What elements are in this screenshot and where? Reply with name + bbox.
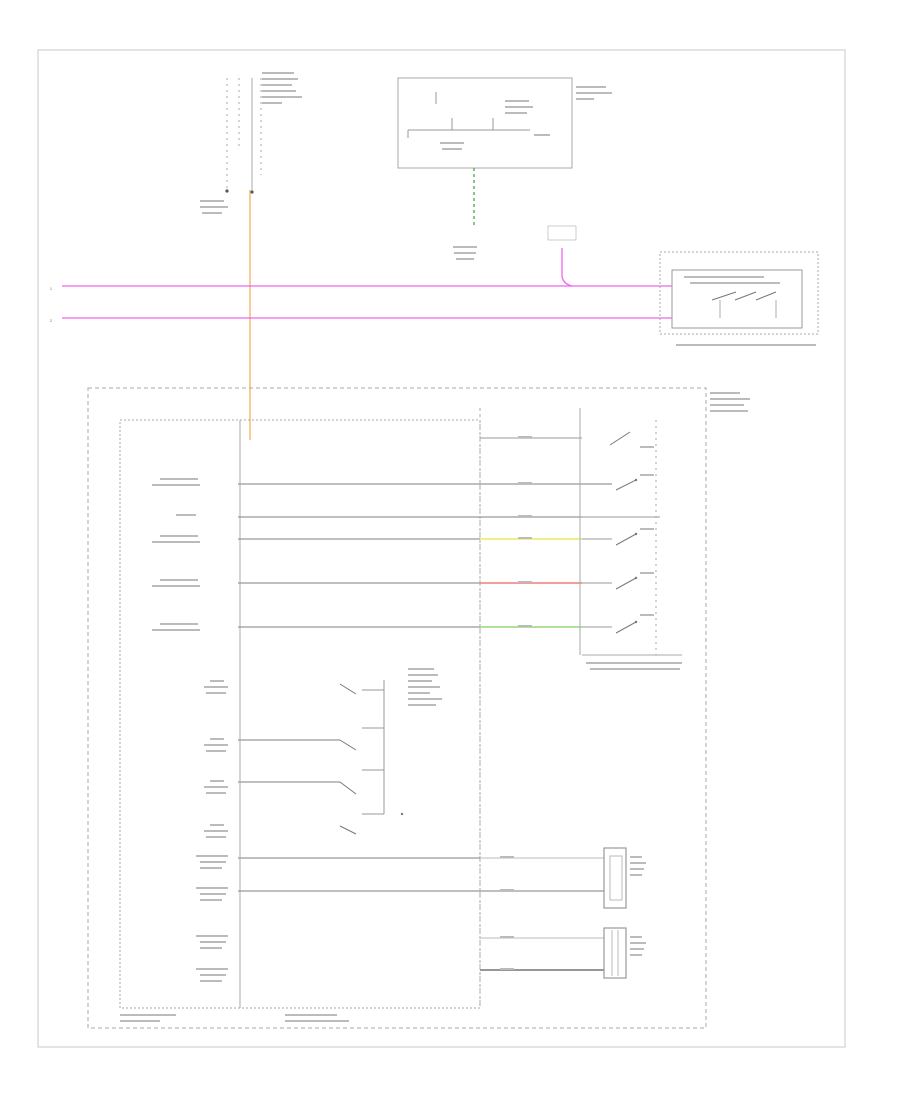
speed-sensor-wires xyxy=(238,856,604,971)
svg-text:2: 2 xyxy=(50,319,52,323)
signal-labels-left xyxy=(152,478,228,982)
diagram-border xyxy=(37,49,846,1048)
top-connector-stubs xyxy=(200,72,302,214)
speed-sensor-1 xyxy=(603,847,646,909)
tcm-box-center xyxy=(239,419,481,1009)
pressure-switch-assembly xyxy=(238,668,442,835)
pink-bus: 1 2 xyxy=(50,225,672,323)
svg-text:1: 1 xyxy=(50,287,52,291)
relay-box xyxy=(397,77,612,169)
shift-lever-module xyxy=(659,251,819,346)
speed-sensor-2 xyxy=(603,927,646,979)
wire-tags xyxy=(518,436,532,627)
signal-wires xyxy=(238,437,660,628)
green-wire-label xyxy=(453,246,477,260)
tcm-box-left xyxy=(119,419,241,1009)
module-dashed-outline xyxy=(87,387,707,1029)
range-switch-assembly xyxy=(582,420,682,670)
module-label-blocks xyxy=(710,392,750,412)
tcm-footer-labels xyxy=(120,1014,349,1022)
